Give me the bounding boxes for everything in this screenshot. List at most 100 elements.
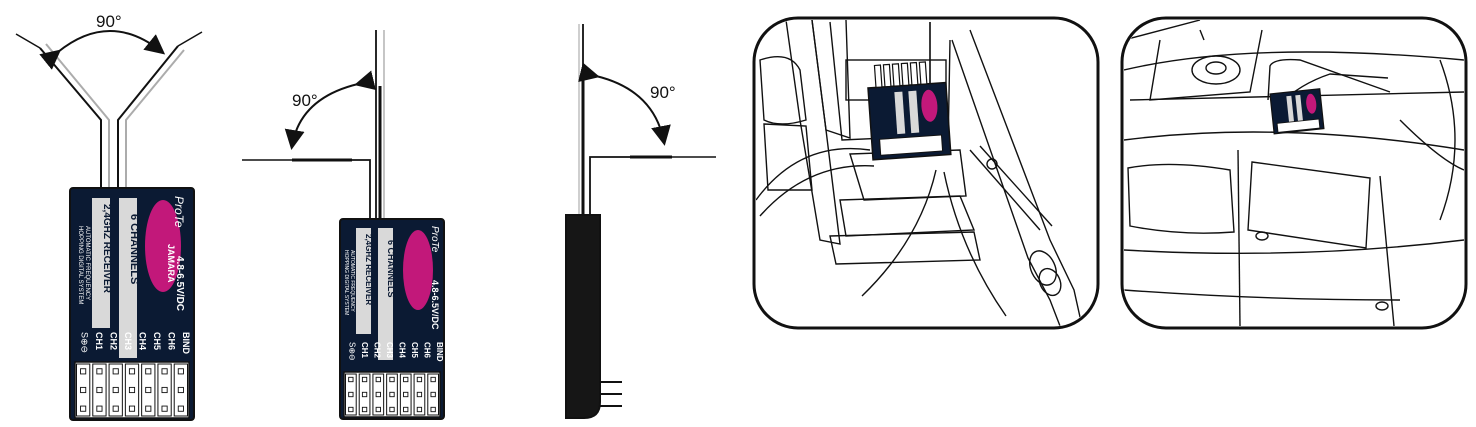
pin: [348, 376, 354, 383]
angle-arc: [578, 62, 671, 146]
svg-text:4.8-6.5V/DC: 4.8-6.5V/DC: [430, 280, 440, 330]
pin: [128, 405, 136, 412]
port-label: CH6: [423, 342, 432, 359]
receiver-front-small: 6 CHANNELS 2,4GHZ RECEIVER 4.8-6.5V/DC A…: [339, 218, 445, 420]
svg-text:AUTOMATIC FREQUENCY: AUTOMATIC FREQUENCY: [84, 226, 90, 300]
pin: [403, 406, 409, 413]
panel-l-antenna-front: 90° 6 CHANNELS 2,4GHZ RECEIVER 4.8-6.5V/…: [242, 30, 445, 420]
port-label: BIND: [435, 342, 444, 362]
pin: [145, 368, 152, 375]
pin: [416, 406, 423, 413]
pin: [112, 386, 119, 394]
pin: [128, 368, 136, 375]
port-label: CH2: [373, 342, 382, 359]
pin: [403, 376, 409, 383]
pin: [348, 391, 354, 398]
port-label: CH3: [123, 332, 133, 350]
pin: [375, 406, 381, 413]
pin-column: [413, 373, 426, 416]
pin: [96, 386, 103, 394]
svg-text:6 CHANNELS: 6 CHANNELS: [386, 240, 396, 298]
pin-column: [157, 363, 172, 417]
pin: [177, 368, 184, 375]
port-label: BIND: [181, 332, 191, 354]
pin: [145, 405, 152, 412]
port-label: CH4: [398, 342, 407, 359]
pin: [416, 376, 423, 383]
pin: [361, 376, 368, 383]
pin: [403, 391, 409, 398]
port-label: CH5: [152, 332, 162, 350]
port-label: CH1: [360, 342, 369, 359]
pin-column: [345, 373, 357, 416]
receiver-front: 6 CHANNELS 2,4GHZ RECEIVER 4.8-6.5V/DC A…: [69, 187, 195, 421]
angle-label-l-side: 90°: [650, 83, 676, 102]
pin: [80, 368, 87, 375]
panel-install-frame: [752, 16, 1100, 330]
jamara-logo: [145, 200, 181, 292]
pin: [161, 405, 168, 412]
port-label: CH6: [167, 332, 177, 350]
receiver-side: [565, 214, 622, 419]
port-label: CH5: [410, 342, 419, 359]
pin-column: [427, 373, 439, 416]
pin: [389, 376, 395, 383]
pin: [430, 406, 436, 413]
pin-symbols: S⊕⊖: [348, 342, 357, 361]
port-label: CH4: [138, 332, 148, 350]
pin: [416, 391, 423, 398]
pin-header: [74, 361, 190, 419]
pin: [361, 391, 368, 398]
svg-text:ProTe: ProTe: [172, 196, 186, 228]
svg-text:2,4GHZ RECEIVER: 2,4GHZ RECEIVER: [364, 234, 373, 305]
pin: [430, 391, 436, 398]
pin-column: [386, 373, 398, 416]
angle-arc: [284, 70, 376, 150]
port-label: CH2: [109, 332, 119, 350]
svg-text:2,4GHZ RECEIVER: 2,4GHZ RECEIVER: [101, 204, 112, 294]
port-label: CH3: [385, 342, 394, 359]
pin: [375, 376, 381, 383]
panel-install-fuselage: [1120, 16, 1468, 330]
pin: [375, 391, 381, 398]
angle-label-l-front: 90°: [292, 91, 318, 110]
svg-text:JAMARA: JAMARA: [166, 244, 176, 283]
pin-column: [399, 373, 412, 416]
pin: [145, 386, 152, 394]
pin-column: [124, 363, 140, 417]
pin-column: [108, 363, 123, 417]
svg-text:AUTOMATIC FREQUENCY: AUTOMATIC FREQUENCY: [349, 250, 355, 312]
svg-text:6 CHANNELS: 6 CHANNELS: [128, 214, 140, 284]
pin: [348, 406, 354, 413]
jamara-logo: [403, 230, 433, 310]
port-labels: CH1 CH2 CH3 CH4 CH5 CH6 BIND S⊕⊖: [80, 332, 192, 354]
receiver-mounted-2: [1269, 88, 1325, 135]
pin: [430, 376, 436, 383]
pin: [177, 386, 184, 394]
pin-column: [173, 363, 188, 417]
pin: [389, 391, 395, 398]
port-label: CH1: [94, 332, 104, 350]
svg-text:4.8-6.5V/DC: 4.8-6.5V/DC: [174, 256, 185, 311]
pin-column: [141, 363, 156, 417]
pin-column: [76, 363, 91, 417]
pin: [177, 405, 184, 412]
panel-v-antenna: 90° 6 CHANNELS 2,4GHZ RECEIVER 4.8-6.5V/…: [15, 12, 203, 421]
pin: [361, 406, 368, 413]
angle-arc: [39, 30, 166, 70]
pin: [389, 406, 395, 413]
pin: [96, 368, 103, 375]
pin-symbols: S⊕⊖: [80, 332, 90, 353]
pin: [161, 368, 168, 375]
svg-text:HOPPING DIGITAL SYSTEM: HOPPING DIGITAL SYSTEM: [77, 226, 83, 304]
pin: [112, 405, 119, 412]
panel-l-antenna-side: 90°: [565, 24, 716, 419]
pin-header: [343, 371, 441, 418]
angle-label-v: 90°: [96, 12, 122, 31]
pin-column: [358, 373, 371, 416]
pin: [80, 405, 87, 412]
pin: [161, 386, 168, 394]
pin: [128, 386, 136, 394]
